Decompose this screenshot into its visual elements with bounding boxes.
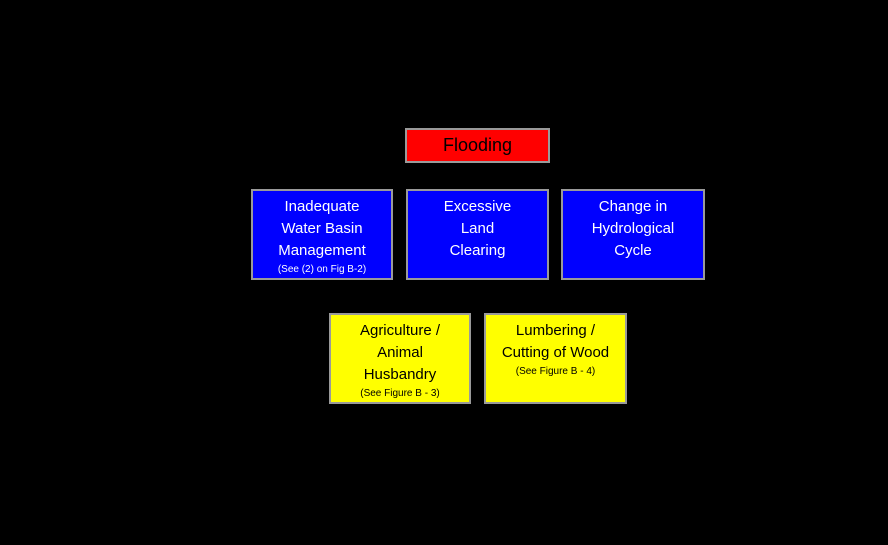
node-caption: (See Figure B - 3) xyxy=(360,388,440,399)
node-line: Inadequate xyxy=(284,198,360,215)
node-line: Excessive xyxy=(443,198,512,215)
node-line: Water Basin xyxy=(281,220,363,237)
node-lumbering-cutting-of-wood: Lumbering / Cutting of Wood (See Figure … xyxy=(484,313,627,404)
node-line: Management xyxy=(278,242,366,259)
node-excessive-land-clearing: Excessive Land Clearing xyxy=(406,189,549,280)
node-line: Change in xyxy=(598,198,668,215)
node-line: Husbandry xyxy=(363,366,437,383)
node-line: Clearing xyxy=(449,242,506,259)
node-flooding: Flooding xyxy=(405,128,550,163)
node-line: Cutting of Wood xyxy=(501,344,610,361)
node-line: Land xyxy=(460,220,495,237)
node-line: Agriculture / xyxy=(359,322,441,339)
node-line: Cycle xyxy=(614,242,652,259)
node-caption: (See Figure B - 4) xyxy=(515,366,596,377)
node-line: Lumbering / xyxy=(515,322,596,339)
node-inadequate-water-basin-management: Inadequate Water Basin Management (See (… xyxy=(251,189,393,280)
node-line: Hydrological xyxy=(591,220,675,237)
node-caption: (See (2) on Fig B-2) xyxy=(277,264,367,275)
node-line: Animal xyxy=(377,344,423,361)
node-flooding-label: Flooding xyxy=(442,135,513,155)
node-agriculture-animal-husbandry: Agriculture / Animal Husbandry (See Figu… xyxy=(329,313,471,404)
node-change-in-hydrological-cycle: Change in Hydrological Cycle xyxy=(561,189,705,280)
